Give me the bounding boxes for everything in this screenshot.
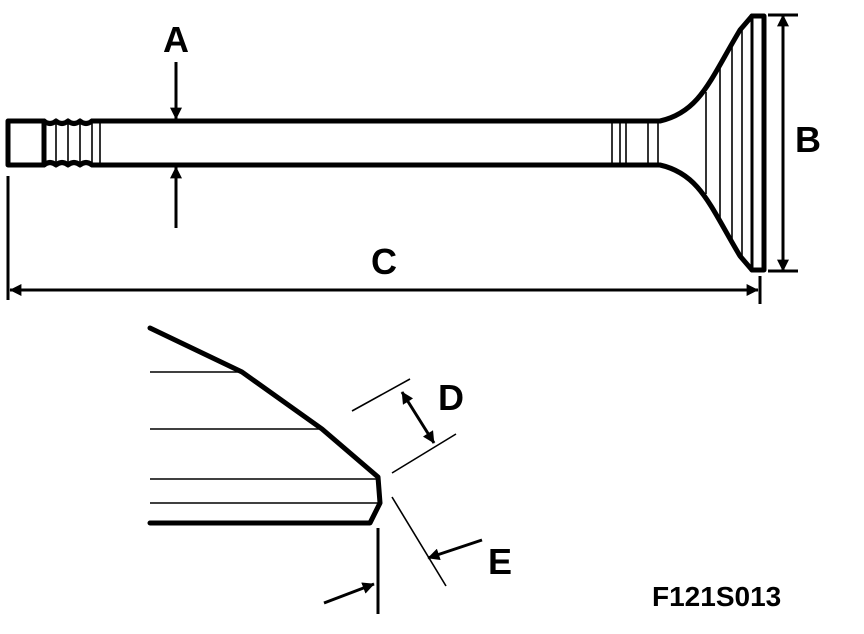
label-a: A: [163, 19, 189, 60]
valve-face-detail: D E: [147, 325, 512, 614]
valve-full-view: A B C: [5, 13, 821, 304]
label-c: C: [371, 241, 397, 282]
keeper-grooves: [41, 118, 101, 168]
dimension-b: B: [768, 13, 821, 273]
dimension-e: E: [323, 496, 512, 614]
valve-stem-tip: [5, 118, 47, 168]
valve-stem: [89, 118, 615, 168]
dimension-c: C: [6, 176, 762, 304]
valve-head-face: [705, 13, 767, 273]
dimension-d: D: [351, 377, 464, 474]
label-e: E: [488, 541, 512, 582]
figure-code: F121S013: [652, 581, 781, 612]
stem-transition: [611, 120, 659, 166]
label-d: D: [438, 377, 464, 418]
detail-head-profile: [147, 325, 383, 526]
label-b: B: [795, 119, 821, 160]
valve-head-fillet: [609, 13, 755, 124]
dimension-a: A: [163, 19, 189, 228]
